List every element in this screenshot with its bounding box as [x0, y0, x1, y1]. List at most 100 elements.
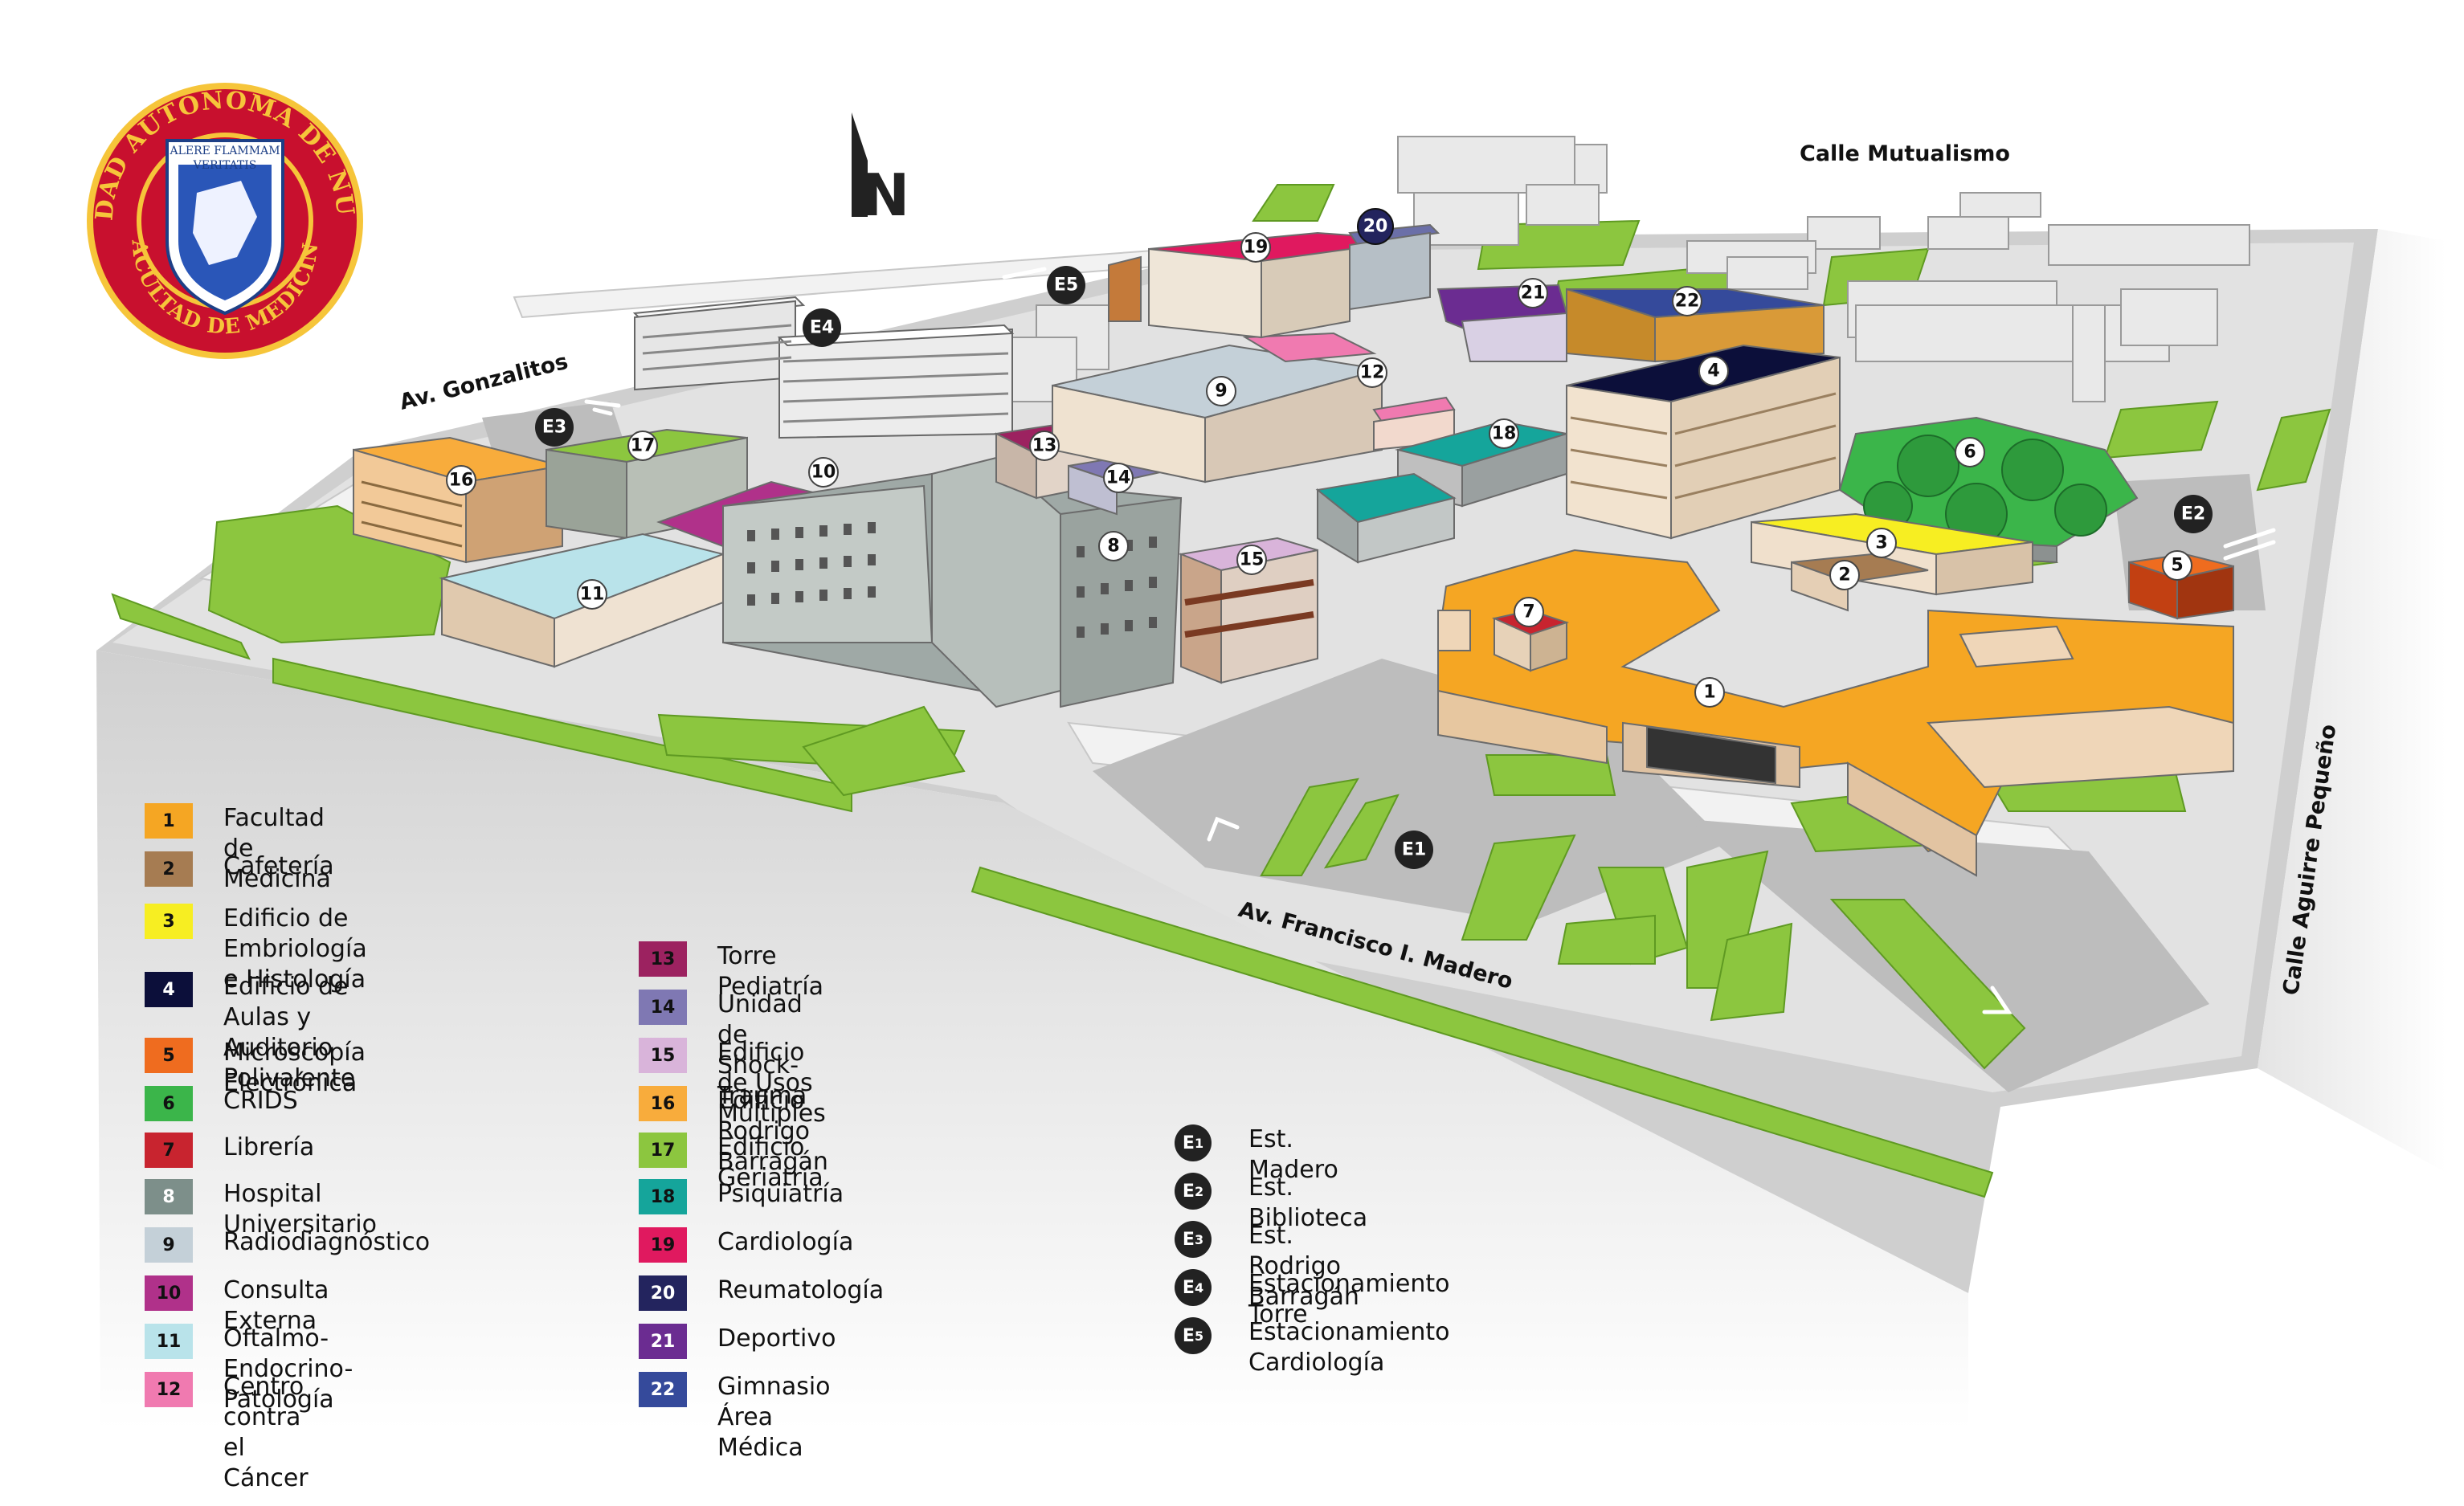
legend-swatch: 14: [639, 990, 687, 1025]
legend-swatch: 4: [145, 972, 193, 1007]
legend-label: Edificio de Usos Múltiples: [717, 1039, 826, 1128]
parking-marker-e4: E4: [803, 308, 841, 347]
svg-text:14: 14: [1106, 468, 1131, 488]
svg-text:19: 19: [1244, 238, 1269, 258]
building-2: [1791, 553, 1929, 612]
svg-text:E3: E3: [542, 418, 566, 438]
parking-marker-e2: E2: [2174, 495, 2213, 533]
marker-6: 6: [1955, 437, 1985, 467]
legend-swatch: 12: [145, 1372, 193, 1407]
marker-7: 7: [1514, 597, 1544, 627]
legend-label: Deportivo: [717, 1324, 836, 1353]
legend-label: Radiodiagnóstico: [223, 1228, 431, 1256]
legend-label: Psiquiatría: [717, 1180, 844, 1208]
legend-swatch: 3: [145, 904, 193, 939]
north-letter: N: [861, 161, 909, 229]
marker-3: 3: [1866, 528, 1897, 558]
legend-label: Microscopía Electrónica: [223, 1039, 366, 1097]
svg-text:13: 13: [1032, 436, 1057, 456]
legend-label: Edificio de Aulas y Auditorio Polivalent…: [223, 973, 356, 1092]
legend-swatch: 13: [639, 941, 687, 977]
legend-swatch: 11: [145, 1324, 193, 1359]
marker-14: 14: [1103, 463, 1134, 493]
svg-text:6: 6: [1963, 443, 1976, 463]
legend-swatch: 2: [145, 851, 193, 887]
marker-9: 9: [1206, 376, 1236, 406]
legend-label: Edificio Rodrigo Barragán: [717, 1087, 828, 1176]
svg-text:21: 21: [1521, 284, 1546, 304]
parking-marker-e5: E5: [1047, 266, 1085, 304]
legend-swatch: 19: [639, 1227, 687, 1263]
legend-swatch: 17: [639, 1133, 687, 1168]
legend-item-16: 16 Edificio Rodrigo Barragán: [639, 1086, 828, 1177]
legend-swatch: 16: [639, 1086, 687, 1121]
parking-markers: E1 E2 E3 E4 E5: [535, 266, 2213, 869]
building-8: [722, 456, 1183, 708]
building-9: [1052, 344, 1383, 484]
legend-item-22: 22 Gimnasio Área Médica: [639, 1372, 831, 1463]
legend-swatch: 7: [145, 1133, 193, 1168]
svg-text:E1: E1: [1402, 840, 1426, 860]
legend-label: Cafetería: [223, 852, 334, 880]
street-north-label: Calle Mutualismo: [1800, 141, 2010, 166]
building-18: [1315, 420, 1567, 564]
marker-10: 10: [808, 457, 839, 488]
svg-text:5: 5: [2171, 556, 2183, 576]
legend-label: CRIDS: [223, 1087, 298, 1115]
legend-label: Estacionamiento Torre: [1248, 1270, 1450, 1328]
marker-18: 18: [1489, 418, 1519, 449]
marker-16: 16: [446, 465, 476, 496]
legend-label: Estacionamiento Cardiología: [1248, 1318, 1450, 1377]
legend-item-7: 7 Librería: [145, 1133, 314, 1168]
grey-buildings: [1011, 136, 2250, 402]
svg-text:1: 1: [1703, 683, 1715, 703]
legend-swatch: 1: [145, 803, 193, 839]
legend-swatch: 20: [639, 1275, 687, 1311]
legend-swatch: 21: [639, 1324, 687, 1359]
svg-text:7: 7: [1522, 602, 1534, 622]
building-15: [1178, 537, 1318, 684]
marker-5: 5: [2162, 550, 2192, 581]
legend-label: Edificio Geriatría: [717, 1133, 823, 1192]
svg-text:8: 8: [1107, 537, 1119, 557]
legend-label: Librería: [223, 1133, 315, 1161]
legend-item-6: 6 CRIDS: [145, 1086, 298, 1121]
legend-item-19: 19 Cardiología: [639, 1227, 853, 1263]
legend-label: Est. Biblioteca: [1248, 1173, 1368, 1232]
legend-swatch: 22: [639, 1372, 687, 1407]
svg-text:20: 20: [1363, 217, 1388, 237]
legend-label: Torre Pediatría: [717, 942, 824, 1001]
parking-marker-e1: E1: [1395, 831, 1433, 869]
legend-item-21: 21 Deportivo: [639, 1324, 836, 1359]
legend-swatch: 8: [145, 1179, 193, 1214]
legend-swatch: 6: [145, 1086, 193, 1121]
buildings: [353, 223, 2234, 877]
svg-text:16: 16: [449, 471, 474, 491]
svg-text:2: 2: [1838, 565, 1850, 586]
marker-22: 22: [1672, 286, 1702, 316]
legend-item-4: 4 Edificio de Aulas y Auditorio Polivalen…: [145, 972, 355, 1094]
university-seal-icon: UNIVERSIDAD AUTÓNOMA DE NUEVO LEÓN FACUL…: [0, 0, 363, 359]
legend-label: Gimnasio Área Médica: [717, 1373, 831, 1462]
marker-17: 17: [627, 431, 658, 461]
svg-text:18: 18: [1492, 424, 1517, 444]
svg-text:12: 12: [1360, 363, 1385, 383]
legend-label: Est. Rodrigo Barragán: [1248, 1222, 1359, 1311]
legend-label: Cardiología: [717, 1228, 854, 1256]
legend-label: Est. Madero: [1248, 1125, 1338, 1184]
arrow-up-left-icon: [1207, 816, 1240, 842]
traffic-arrows: [584, 267, 2276, 1014]
